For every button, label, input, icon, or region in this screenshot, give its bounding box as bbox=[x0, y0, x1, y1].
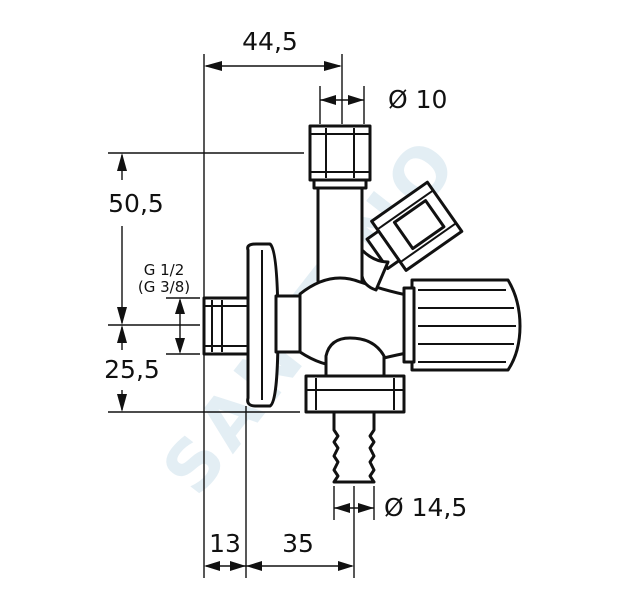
thread-size-alt-label: (G 3/8) bbox=[138, 278, 190, 296]
threaded-inlet bbox=[202, 296, 250, 356]
right-handle bbox=[402, 278, 522, 372]
diagonal-neck bbox=[360, 248, 390, 292]
dim-top-width: 44,5 bbox=[204, 27, 342, 71]
extension-lines bbox=[108, 54, 375, 578]
dim-thread-height bbox=[175, 298, 185, 354]
svg-text:Ø 10: Ø 10 bbox=[388, 85, 447, 114]
dim-lower-height: 25,5 bbox=[104, 325, 160, 412]
svg-text:25,5: 25,5 bbox=[104, 355, 160, 384]
hose-barb bbox=[332, 410, 376, 484]
dim-upper-height: 50,5 bbox=[108, 153, 164, 325]
dim-outlet-diameter-top: Ø 10 bbox=[320, 85, 447, 114]
diagonal-nut bbox=[365, 180, 464, 272]
svg-text:35: 35 bbox=[282, 529, 314, 558]
svg-text:Ø 14,5: Ø 14,5 bbox=[384, 493, 467, 522]
valve-body bbox=[298, 184, 414, 378]
wall-rosette bbox=[246, 242, 280, 408]
top-nut bbox=[308, 124, 372, 190]
dim-hose-diameter: Ø 14,5 bbox=[334, 493, 467, 522]
svg-text:50,5: 50,5 bbox=[108, 189, 164, 218]
hose-nut bbox=[304, 374, 406, 414]
thread-size-label: G 1/2 bbox=[144, 261, 185, 279]
svg-text:13: 13 bbox=[209, 529, 241, 558]
svg-text:44,5: 44,5 bbox=[242, 27, 298, 56]
connector-neck bbox=[274, 294, 302, 354]
dim-bottom: 13 35 bbox=[204, 529, 354, 571]
